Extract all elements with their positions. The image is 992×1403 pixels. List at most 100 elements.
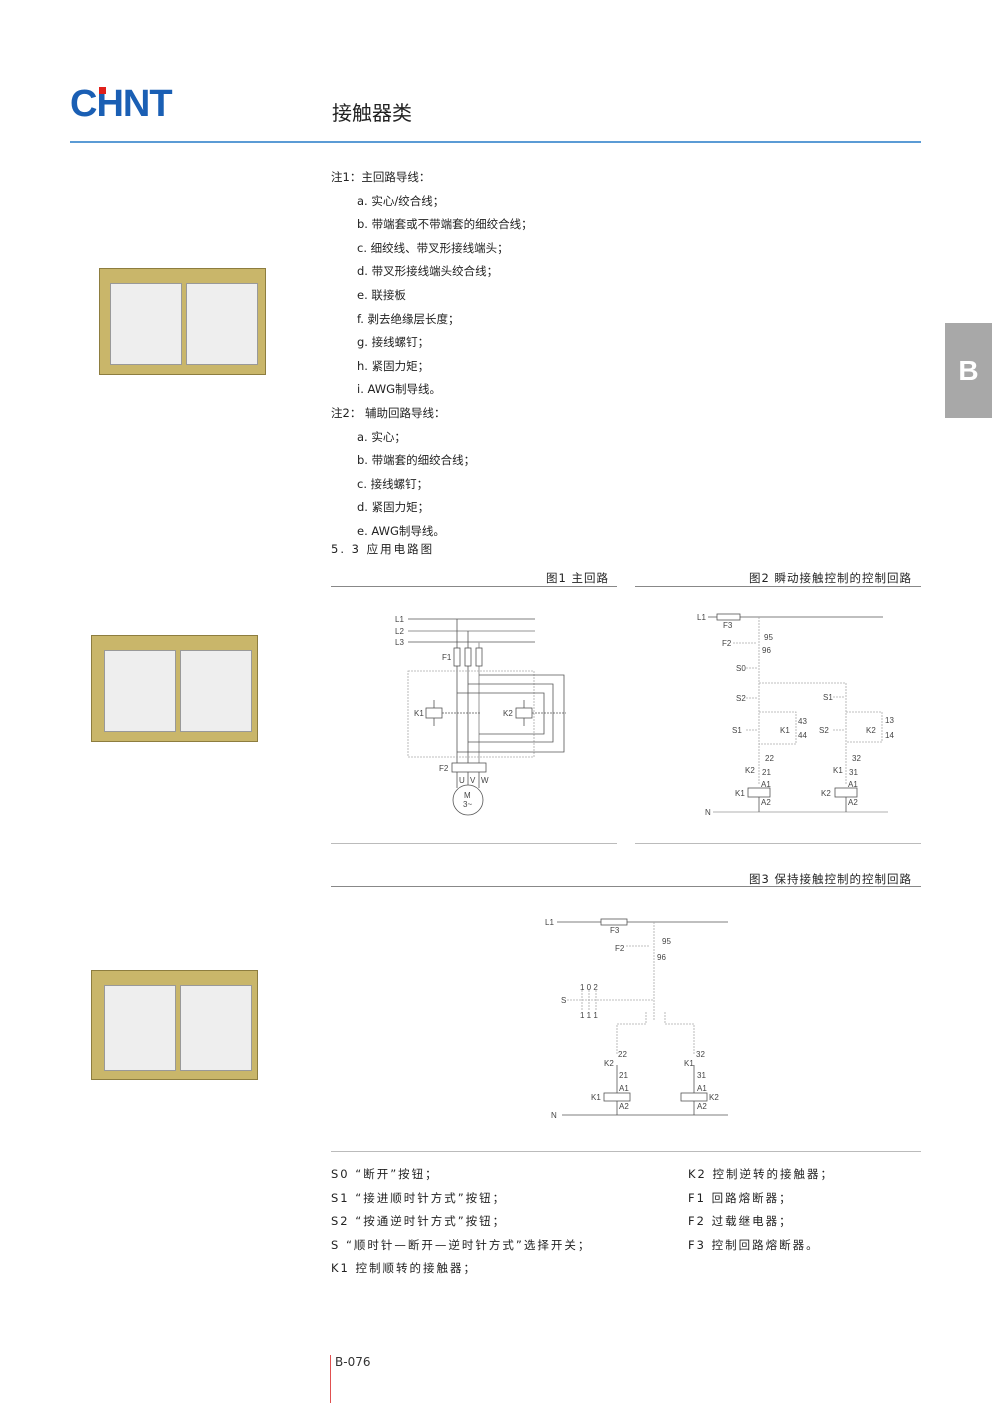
fig3-label: L1 <box>545 918 554 927</box>
fig1-label: L1 <box>395 615 404 624</box>
fig3-label: A1 <box>619 1084 629 1093</box>
page-number-marker <box>330 1355 331 1403</box>
fig2-label: S1 <box>732 726 742 735</box>
fig3-label: S <box>561 996 566 1005</box>
page-title: 接触器类 <box>332 101 412 125</box>
fig3-label: N <box>551 1111 557 1120</box>
fig2-label: 95 <box>764 633 773 642</box>
fig2-label: S2 <box>819 726 829 735</box>
fig2-label: L1 <box>697 613 706 622</box>
note-line: f. 剥去绝缘层长度； <box>357 311 460 326</box>
fig2-label: 43 <box>798 717 807 726</box>
fig3-label: K1 <box>684 1059 694 1068</box>
fig2-bottom-rule <box>635 843 921 844</box>
fig3-label: 1 1 1 <box>580 1011 598 1020</box>
fig3-label: A2 <box>619 1102 629 1111</box>
fig3-label: 95 <box>662 937 671 946</box>
fig2-label: 13 <box>885 716 894 725</box>
fig1-label: L2 <box>395 627 404 636</box>
fig1-label: W <box>481 776 489 785</box>
fig2-label: S1 <box>823 693 833 702</box>
note-line: i. AWG制导线。 <box>357 382 442 397</box>
fig3-label: 96 <box>657 953 666 962</box>
fig1-bottom-rule <box>331 843 617 844</box>
fig2-label: 21 <box>762 768 771 777</box>
fig1-label: U <box>459 776 465 785</box>
fig2-label: N <box>705 808 711 817</box>
fig2-label: A2 <box>761 798 771 807</box>
fig1-caption: 图1 主回路 <box>546 571 609 585</box>
fig1-main-circuit-diagram: L1 L2 L3 F1 K1 K2 F2 U V W M 3~ <box>395 615 566 816</box>
fig1-label: K2 <box>503 709 513 718</box>
legend-item: K1 控制顺转的接触器； <box>331 1261 478 1276</box>
product-photo-2 <box>91 635 258 742</box>
note-line: c. 接线螺钉； <box>357 476 429 491</box>
legend-item: S0 “断开”按钮； <box>331 1167 439 1181</box>
note-line: b. 带端套的细绞合线； <box>357 453 476 468</box>
fig3-label: K2 <box>709 1093 719 1102</box>
note-line: 注2： 辅助回路导线： <box>331 406 446 420</box>
fig2-label: A1 <box>848 780 858 789</box>
fig2-label: A2 <box>848 798 858 807</box>
fig2-label: A1 <box>761 780 771 789</box>
fig2-label: 96 <box>762 646 771 655</box>
page-number: B-076 <box>335 1355 371 1369</box>
fig2-label: 31 <box>849 768 858 777</box>
fig3-rule <box>331 886 921 887</box>
fig2-label: K2 <box>745 766 755 775</box>
legend-item: S2 “按通逆时针方式”按钮； <box>331 1214 507 1229</box>
legend-item: K2 控制逆转的接触器； <box>688 1167 835 1181</box>
fig1-label: K1 <box>414 709 424 718</box>
fig2-label: F2 <box>722 639 732 648</box>
fig1-label: L3 <box>395 638 404 647</box>
fig2-label: K1 <box>833 766 843 775</box>
note-line: a. 实心/绞合线； <box>357 193 445 208</box>
header-divider <box>70 141 921 143</box>
note-line: h. 紧固力矩； <box>357 358 430 373</box>
fig2-label: K2 <box>866 726 876 735</box>
fig3-label: 32 <box>696 1050 705 1059</box>
section-title: 5. 3 应用电路图 <box>331 542 435 556</box>
product-photo-1 <box>99 268 266 375</box>
fig2-label: F3 <box>723 621 733 630</box>
fig2-label: 14 <box>885 731 894 740</box>
fig3-hold-control-diagram: L1 F3 F2 95 96 1 0 2 S 1 1 1 22 K2 21 32… <box>545 918 728 1120</box>
fig3-label: 21 <box>619 1071 628 1080</box>
legend-item: F3 控制回路熔断器。 <box>688 1237 820 1252</box>
note-line: a. 实心； <box>357 429 406 444</box>
fig2-label: S2 <box>736 694 746 703</box>
fig2-rule <box>635 586 921 587</box>
fig3-label: A1 <box>697 1084 707 1093</box>
fig3-label: 1 0 2 <box>580 983 598 992</box>
legend-item: F2 过载继电器； <box>688 1214 793 1229</box>
note-line: c. 细绞线、带叉形接线端头； <box>357 240 509 255</box>
fig2-label: K1 <box>780 726 790 735</box>
fig3-label: F3 <box>610 926 620 935</box>
fig1-label: M <box>464 791 471 800</box>
fig3-label: K1 <box>591 1093 601 1102</box>
fig3-label: F2 <box>615 944 625 953</box>
fig3-caption: 图3 保持接触控制的控制回路 <box>749 872 912 886</box>
note-line: d. 带叉形接线端头绞合线； <box>357 264 499 279</box>
fig3-label: 31 <box>697 1071 706 1080</box>
note-line: 注1：主回路导线： <box>331 170 431 184</box>
fig2-label: 32 <box>852 754 861 763</box>
fig1-label: F1 <box>442 653 452 662</box>
legend-item: S1 “接进顺时针方式”按钮； <box>331 1190 507 1205</box>
legend-item: S “顺时针—断开—逆时针方式”选择开关； <box>331 1237 592 1252</box>
fig2-caption: 图2 瞬动接触控制的控制回路 <box>749 571 912 585</box>
legend-rule <box>331 1151 921 1152</box>
fig3-label: A2 <box>697 1102 707 1111</box>
fig1-label: 3~ <box>463 800 472 809</box>
fig2-label: K2 <box>821 789 831 798</box>
fig1-label: V <box>470 776 476 785</box>
legend-item: F1 回路熔断器； <box>688 1190 793 1205</box>
fig3-label: K2 <box>604 1059 614 1068</box>
fig2-label: K1 <box>735 789 745 798</box>
fig2-label: 44 <box>798 731 807 740</box>
fig1-rule <box>331 586 617 587</box>
note-line: b. 带端套或不带端套的细绞合线； <box>357 217 533 232</box>
note-line: e. AWG制导线。 <box>357 524 445 538</box>
section-tab-b: B <box>945 323 992 418</box>
